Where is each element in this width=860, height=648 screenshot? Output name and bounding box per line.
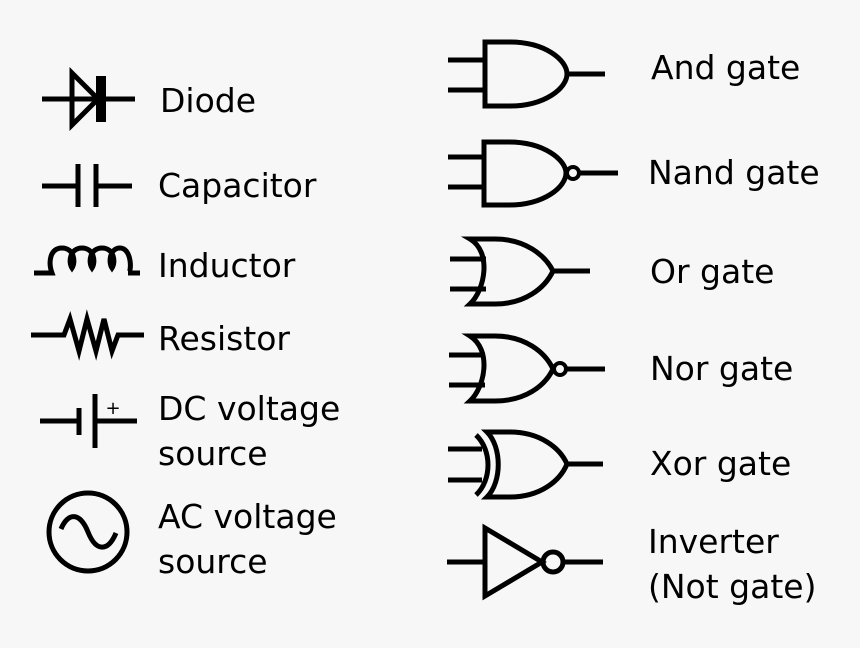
capacitor-label: Capacitor [158, 166, 317, 205]
ac-voltage-source-label: AC voltage source [158, 494, 337, 584]
xor-gate-icon [448, 429, 603, 500]
inverter-label-line2: (Not gate) [648, 567, 817, 606]
nand-gate-icon [448, 139, 618, 208]
inverter-icon [447, 523, 603, 601]
resistor-icon [31, 309, 144, 361]
xor-gate-label: Xor gate [650, 444, 792, 483]
dc-voltage-source-icon: + [40, 394, 137, 448]
inverter-label: Inverter (Not gate) [648, 519, 816, 609]
ac-label-line2: source [158, 542, 268, 581]
inverter-label-line1: Inverter [648, 522, 779, 561]
and-gate-icon [448, 39, 605, 109]
diode-label: Diode [160, 81, 257, 120]
diode-icon [42, 66, 135, 132]
dc-label-line2: source [158, 434, 268, 473]
plus-mark: + [105, 398, 120, 419]
nor-gate-icon [449, 333, 605, 404]
or-gate-label: Or gate [650, 252, 775, 291]
resistor-label: Resistor [158, 319, 290, 358]
dc-voltage-source-label: DC voltage source [158, 386, 340, 476]
dc-label-line1: DC voltage [158, 389, 341, 428]
or-gate-icon [450, 236, 590, 307]
inductor-icon [34, 245, 140, 276]
nor-gate-label: Nor gate [650, 349, 794, 388]
ac-label-line1: AC voltage [158, 497, 337, 536]
and-gate-label: And gate [651, 48, 801, 87]
ac-voltage-source-icon [46, 490, 130, 574]
nand-gate-label: Nand gate [648, 153, 820, 192]
inductor-label: Inductor [158, 246, 296, 285]
capacitor-icon [42, 164, 132, 207]
